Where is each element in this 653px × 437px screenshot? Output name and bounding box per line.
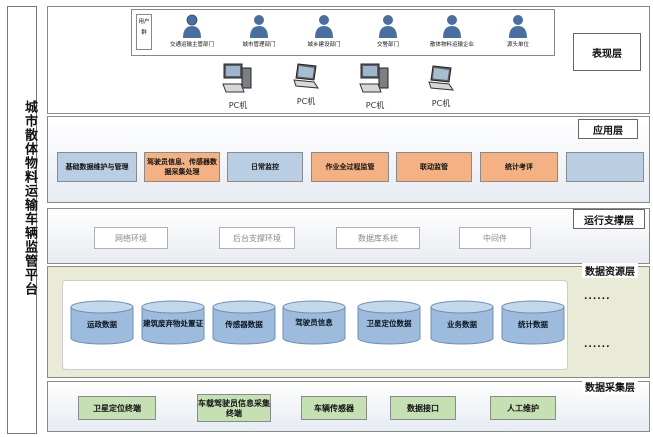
collect-vehicle-sensor: 车辆传感器 [301,396,367,420]
database-driver [281,300,347,349]
database-transport [69,300,135,349]
pc-terminal-2: PC机 [283,60,329,107]
user-traffic-police: 交警部门 [358,14,418,48]
platform-title: 城市散体物料运输车辆监管平台 [22,100,37,296]
ellipsis-more: ...... [584,340,611,350]
user-label: 交通运输主管部门 [169,42,214,48]
database-business [429,300,495,349]
desktop-pc-icon [359,63,389,93]
database-statistics-label: 统计数据 [518,320,548,329]
user-label: 交警部门 [376,42,399,48]
user-group-label: 用户群 [136,14,152,50]
database-icon [501,300,565,345]
ellipsis-more: ...... [584,292,611,302]
pc-label: PC机 [228,101,248,110]
app-module-basic-data: 基础数据维护与管理 [57,152,137,182]
app-module-daily-monitoring: 日常监控 [227,152,303,182]
user-group-panel [131,9,555,56]
app-module-extra [566,152,644,182]
desktop-pc-icon [222,63,252,93]
user-source-unit: 源头单位 [488,14,548,48]
user-label: 城市管理部门 [242,42,276,48]
database-icon [282,300,346,345]
database-sensor [211,300,277,349]
person-icon [379,15,397,38]
presentation-layer-label: 表现层 [573,33,641,71]
app-module-linked-supervision: 联动监管 [396,152,472,182]
user-urban-mgmt-dept: 城市管理部门 [229,14,289,48]
database-driver-label: 驾驶员信息 [295,318,333,327]
user-transport-dept: 交通运输主管部门 [162,14,222,48]
person-icon [509,15,527,38]
person-icon [250,15,268,38]
data-collection-layer-label: 数据采集层 [582,379,638,394]
database-transport-label: 运政数据 [87,320,117,329]
runtime-middleware: 中间件 [459,227,531,249]
database-icon [430,300,494,345]
data-resource-layer-label: 数据资源层 [582,263,638,278]
pc-terminal-3: PC机 [352,62,398,111]
pc-terminal-4: PC机 [418,62,464,109]
app-module-driver-sensor: 驾驶员信息、传感器数据采集处理 [144,152,220,182]
database-waste-permit [140,300,206,349]
runtime-backend: 后台支撑环境 [219,227,295,249]
person-icon [315,15,333,38]
app-module-process-supervision: 作业全过程监管 [311,152,389,182]
database-icon [141,300,205,345]
database-business-label: 业务数据 [447,320,477,329]
pc-label: PC机 [431,99,451,108]
runtime-network: 网络环境 [94,227,168,249]
collect-gps-terminal: 卫星定位终端 [78,396,156,420]
database-statistics [500,300,566,349]
database-waste-permit-label: 建筑废弃物处置证 [143,319,203,328]
database-sensor-label: 传感器数据 [225,320,263,329]
database-gps [356,300,422,349]
database-icon [70,300,134,345]
person-icon [183,14,201,38]
platform-title-frame [7,6,37,434]
app-module-statistics: 统计考评 [480,152,558,182]
application-layer-label: 应用层 [578,119,638,139]
user-construction-dept: 城乡建设部门 [294,14,354,48]
database-icon [357,300,421,345]
person-icon [443,15,461,38]
collect-driver-terminal: 车载驾驶员信息采集终端 [197,394,271,422]
runtime-layer-label: 运行支撑层 [573,209,645,229]
database-gps-label: 卫星定位数据 [366,319,412,328]
runtime-database: 数据库系统 [336,227,420,249]
laptop-icon [293,63,319,89]
collect-manual-maintenance: 人工维护 [490,396,556,420]
pc-label: PC机 [365,101,385,110]
user-label: 散体物料运输企业 [429,42,474,48]
pc-label: PC机 [296,97,316,106]
user-label: 城乡建设部门 [307,42,341,48]
user-transport-company: 散体物料运输企业 [422,14,482,48]
laptop-icon [428,65,454,91]
pc-terminal-1: PC机 [215,62,261,111]
user-label: 源头单位 [506,42,529,48]
collect-data-interface: 数据接口 [390,396,456,420]
database-icon [212,300,276,345]
